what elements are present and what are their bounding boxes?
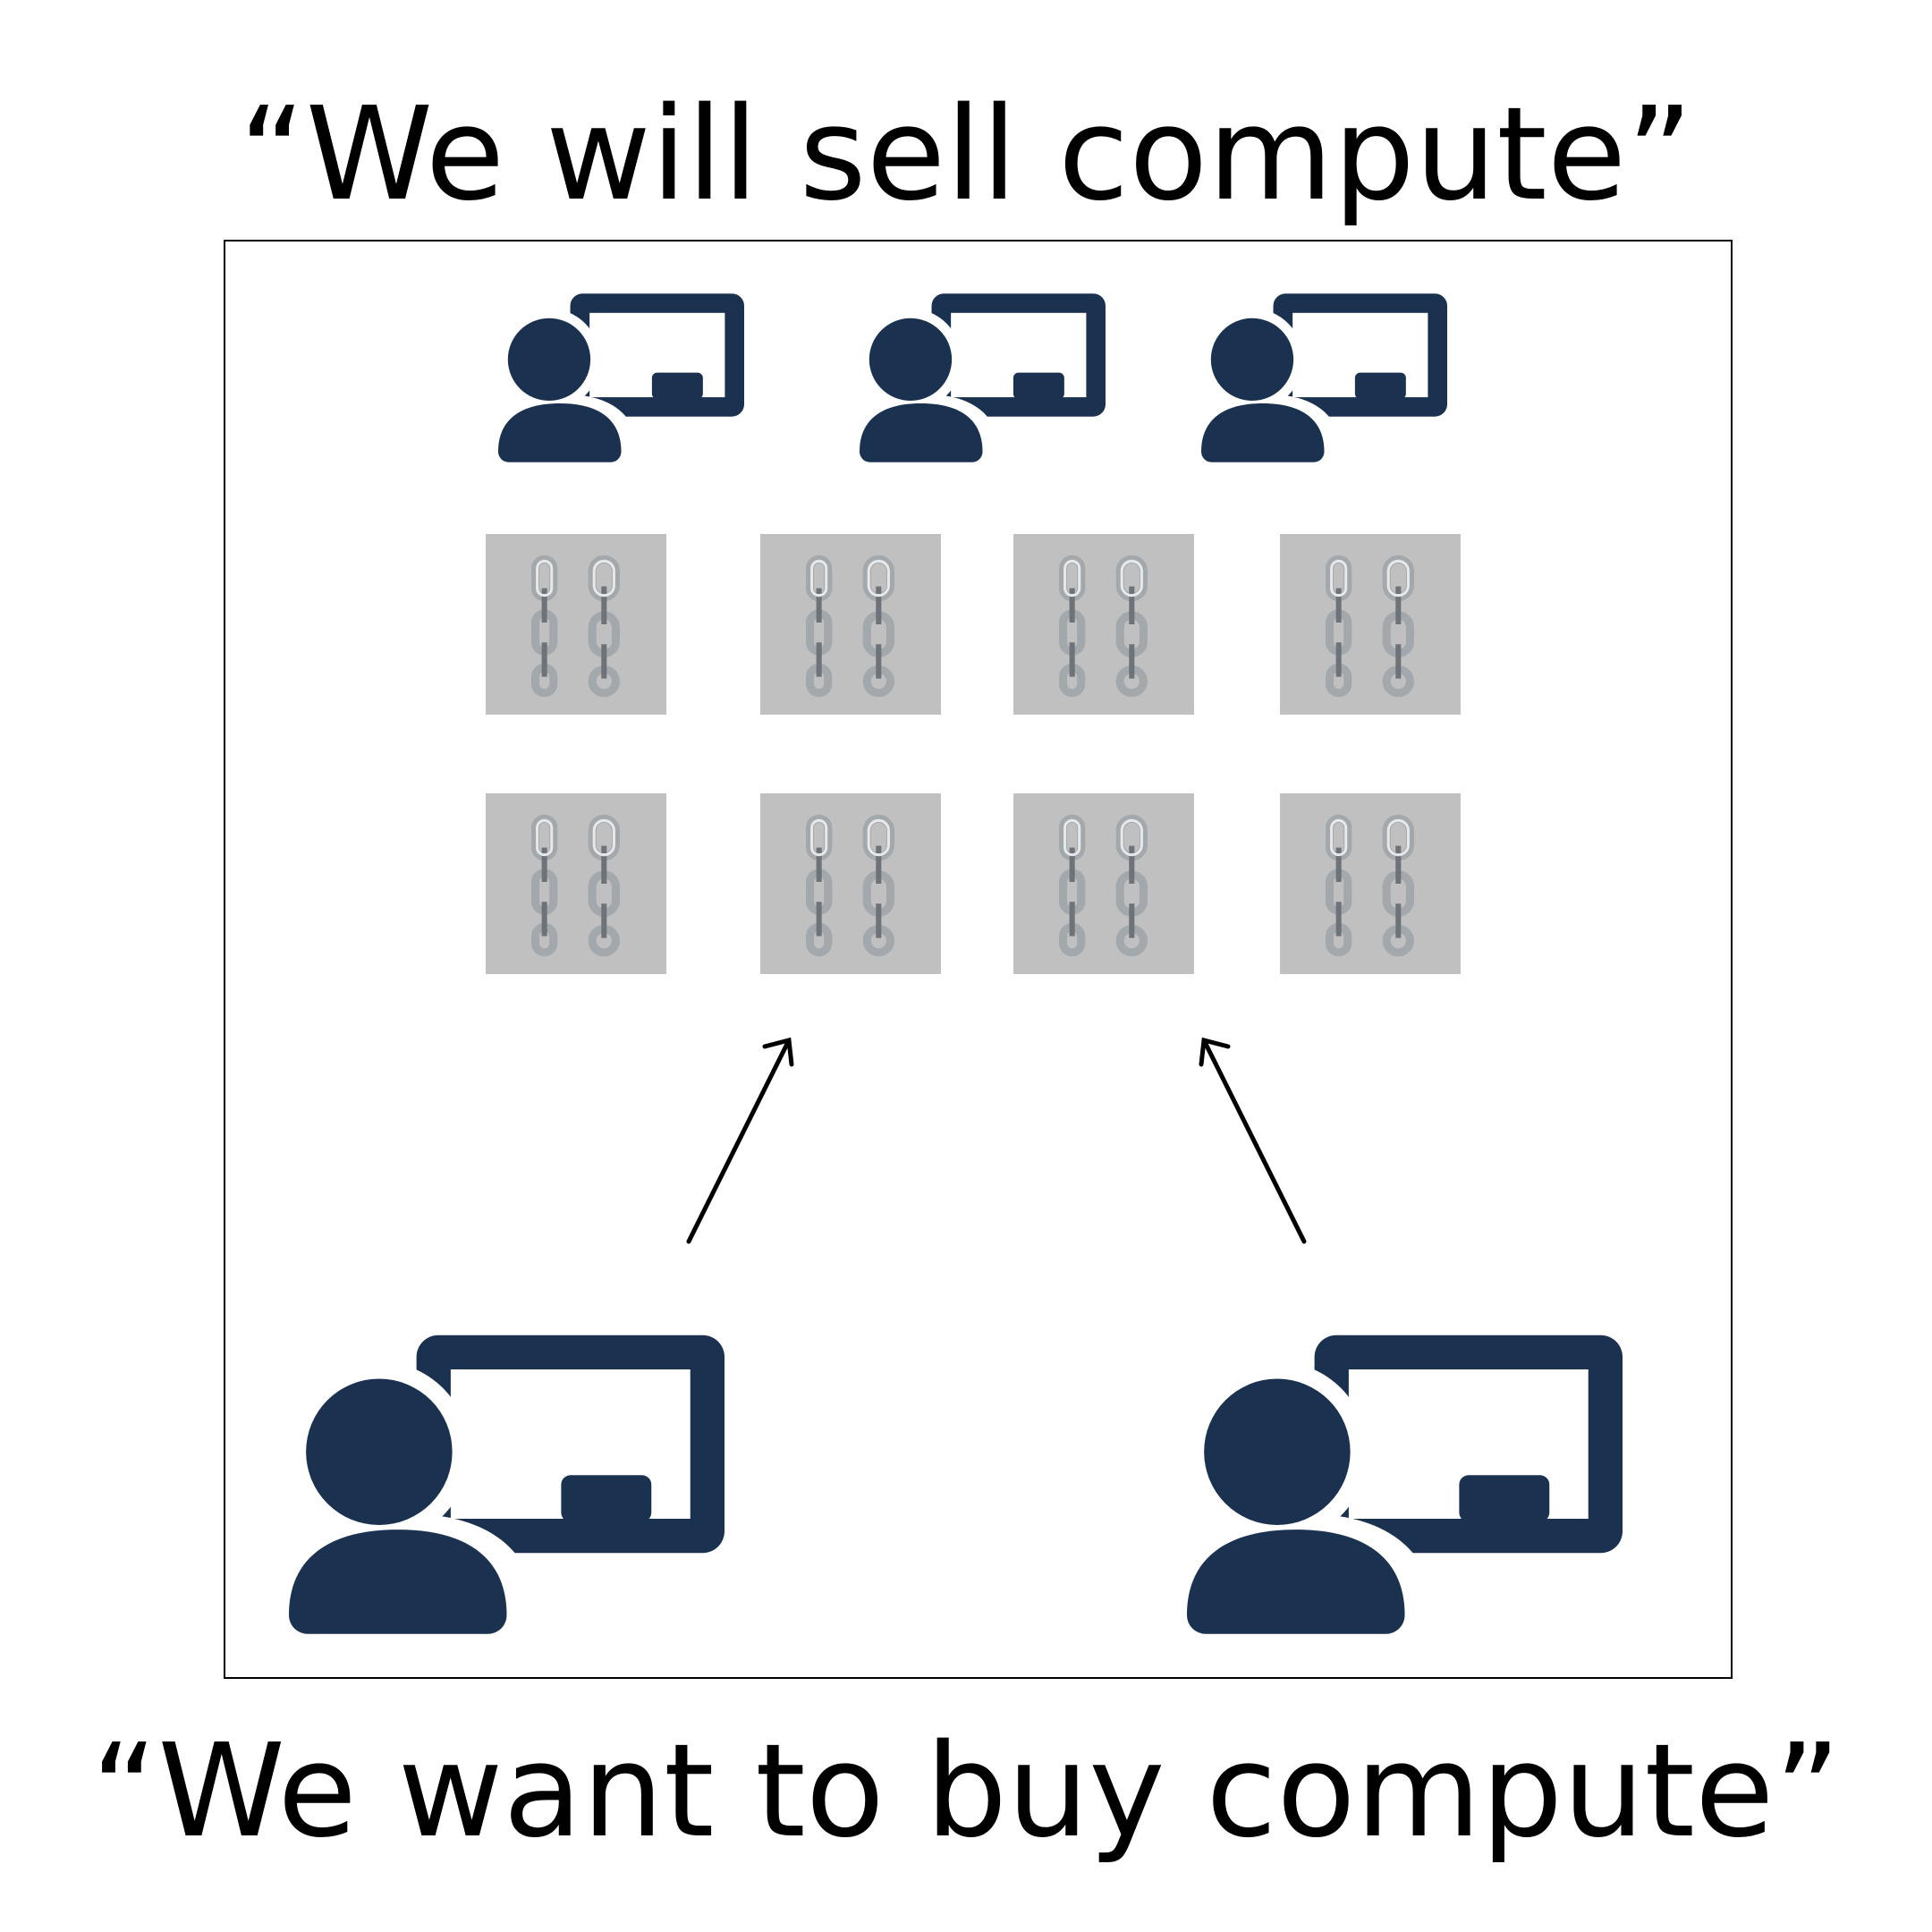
seller-icon-3 <box>1201 293 1447 462</box>
arrow-left <box>686 1037 794 1244</box>
buyer-icon-1 <box>289 1335 724 1634</box>
chain-links-icon <box>1013 534 1194 715</box>
marketplace-frame <box>224 240 1733 1679</box>
chain-links-icon <box>486 534 666 715</box>
chain-links-icon <box>760 793 941 974</box>
arrow-right <box>1199 1037 1307 1244</box>
buyer-caption: “We want to buy compute” <box>90 1716 1842 1866</box>
seller-caption: “We will sell compute” <box>239 79 1693 229</box>
seller-icon-2 <box>860 293 1106 462</box>
chain-links-icon <box>1013 793 1194 974</box>
seller-icon-1 <box>498 293 744 462</box>
chain-links-icon <box>760 534 941 715</box>
chain-links-icon <box>486 793 666 974</box>
chain-links-icon <box>1280 534 1461 715</box>
buyer-icon-2 <box>1187 1335 1623 1634</box>
chain-links-icon <box>1280 793 1461 974</box>
